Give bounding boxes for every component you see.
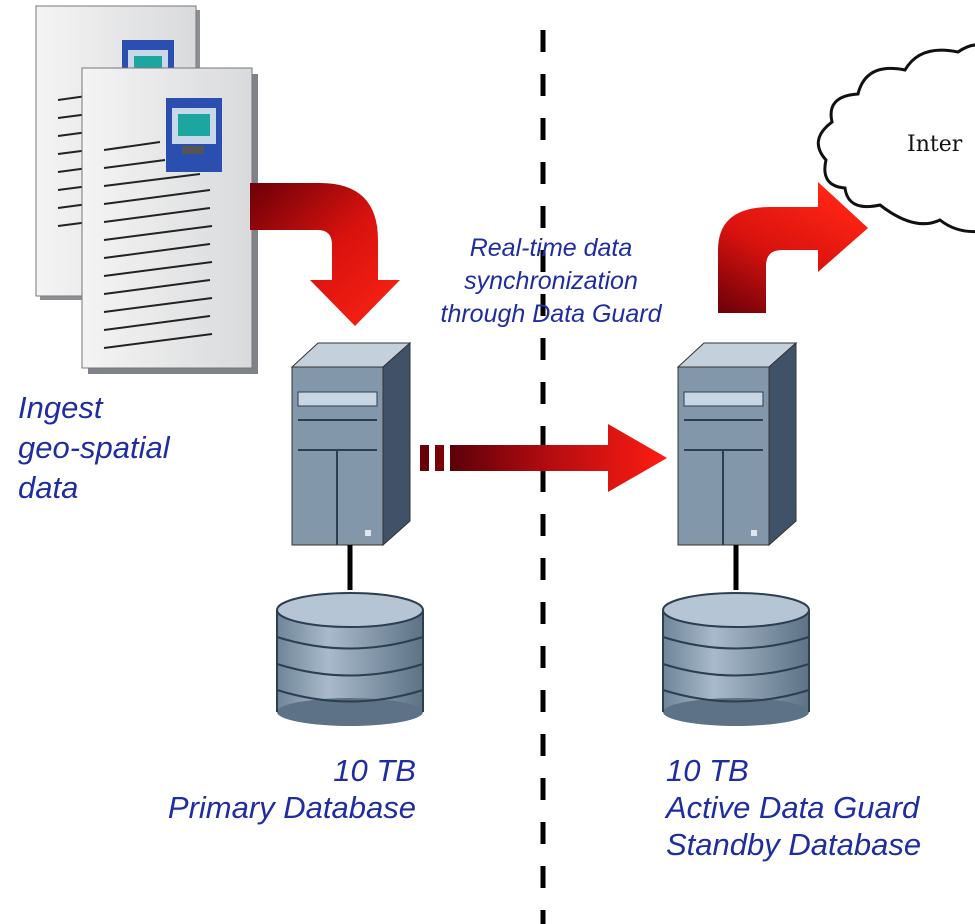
ingest-label-line: Ingest [18, 390, 103, 425]
sync-label: Real-time data synchronization through D… [410, 232, 692, 331]
sync-label-line: through Data Guard [440, 300, 662, 328]
primary-server-icon [290, 341, 412, 547]
standby-name-line1: Active Data Guard [666, 790, 920, 825]
replication-arrow [420, 424, 667, 492]
primary-database-label: 10 TB Primary Database [80, 752, 416, 826]
standby-database-label: 10 TB Active Data Guard Standby Database [666, 752, 921, 863]
internet-cloud-icon [816, 43, 975, 234]
ingest-arrow [250, 183, 400, 326]
internet-label: Inter [907, 132, 963, 157]
sync-label-line: synchronization [464, 267, 638, 295]
standby-size: 10 TB [666, 753, 749, 788]
sync-label-line: Real-time data [469, 234, 633, 262]
standby-database-icon [662, 592, 810, 726]
documents-icon [35, 5, 258, 374]
standby-name-line2: Standby Database [666, 827, 922, 862]
primary-database-icon [276, 592, 424, 726]
internet-arrow [718, 182, 868, 313]
primary-size: 10 TB [333, 753, 416, 788]
standby-server-icon [676, 341, 798, 547]
primary-name: Primary Database [167, 790, 416, 825]
ingest-label-line: data [18, 470, 79, 505]
ingest-label: Ingest geo-spatial data [18, 388, 170, 508]
ingest-label-line: geo-spatial [18, 430, 170, 465]
